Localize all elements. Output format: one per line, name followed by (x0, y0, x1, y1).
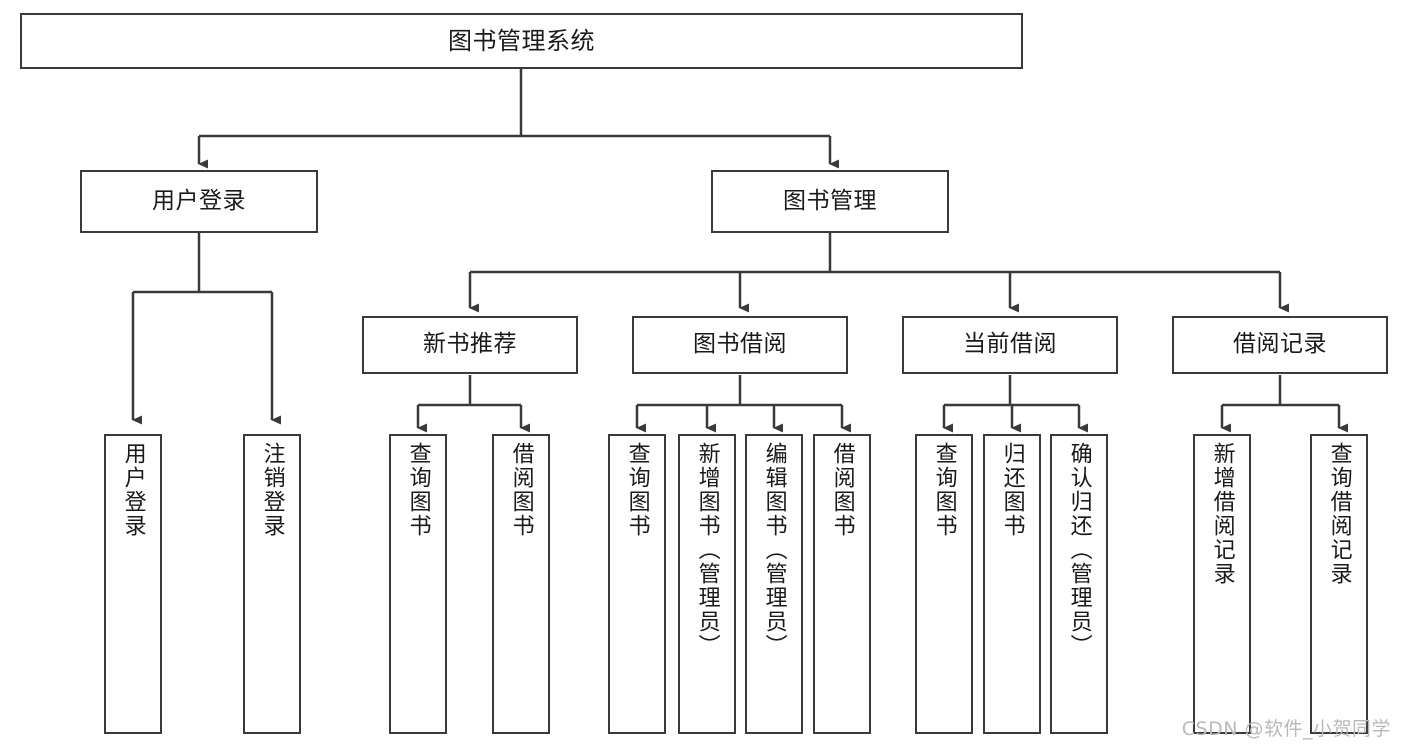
node-user-login[interactable]: 用户登录 (80, 170, 318, 233)
leaf-current-query-book[interactable]: 查询图书 (915, 434, 973, 734)
leaf-label: 查询图书 (931, 442, 957, 538)
node-book-borrow-label: 图书借阅 (693, 331, 787, 358)
node-user-login-label: 用户登录 (152, 187, 246, 214)
node-current-borrow-label: 当前借阅 (963, 331, 1057, 358)
leaf-recommend-query-book[interactable]: 查询图书 (389, 434, 447, 734)
leaf-label: 归还图书 (999, 442, 1025, 538)
leaf-label: 新增借阅记录 (1209, 442, 1235, 586)
leaf-current-return-book[interactable]: 归还图书 (983, 434, 1041, 734)
leaf-borrow-borrow-book[interactable]: 借阅图书 (813, 434, 871, 734)
leaf-user-login-logout[interactable]: 注销登录 (243, 434, 301, 734)
leaf-current-confirm-return-admin[interactable]: 确认归还（管理员） (1050, 434, 1108, 734)
node-book-management[interactable]: 图书管理 (711, 170, 949, 233)
leaf-label: 确认归还（管理员） (1066, 442, 1092, 658)
node-borrow-record[interactable]: 借阅记录 (1172, 316, 1388, 374)
leaf-borrow-add-book-admin[interactable]: 新增图书（管理员） (678, 434, 736, 734)
node-book-borrow[interactable]: 图书借阅 (632, 316, 848, 374)
node-current-borrow[interactable]: 当前借阅 (902, 316, 1118, 374)
leaf-label: 查询图书 (405, 442, 431, 538)
node-book-management-label: 图书管理 (783, 187, 877, 214)
leaf-label: 新增图书（管理员） (694, 442, 720, 658)
leaf-label: 查询借阅记录 (1326, 442, 1352, 586)
leaf-label: 借阅图书 (508, 442, 534, 538)
node-root-label: 图书管理系统 (448, 26, 595, 55)
leaf-label: 借阅图书 (829, 442, 855, 538)
leaf-label: 查询图书 (624, 442, 650, 538)
leaf-borrow-edit-book-admin[interactable]: 编辑图书（管理员） (745, 434, 803, 734)
leaf-record-query-record[interactable]: 查询借阅记录 (1310, 434, 1368, 734)
leaf-record-add-record[interactable]: 新增借阅记录 (1193, 434, 1251, 734)
leaf-label: 注销登录 (259, 442, 285, 538)
watermark: CSDN @软件_小贺同学 (1181, 718, 1391, 740)
node-new-book-recommend[interactable]: 新书推荐 (362, 316, 578, 374)
leaf-label: 用户登录 (120, 442, 146, 538)
leaf-user-login-login[interactable]: 用户登录 (104, 434, 162, 734)
node-root[interactable]: 图书管理系统 (20, 13, 1023, 69)
leaf-borrow-query-book[interactable]: 查询图书 (608, 434, 666, 734)
node-borrow-record-label: 借阅记录 (1233, 331, 1327, 358)
leaf-label: 编辑图书（管理员） (761, 442, 787, 658)
leaf-recommend-borrow-book[interactable]: 借阅图书 (492, 434, 550, 734)
node-new-book-recommend-label: 新书推荐 (423, 331, 517, 358)
